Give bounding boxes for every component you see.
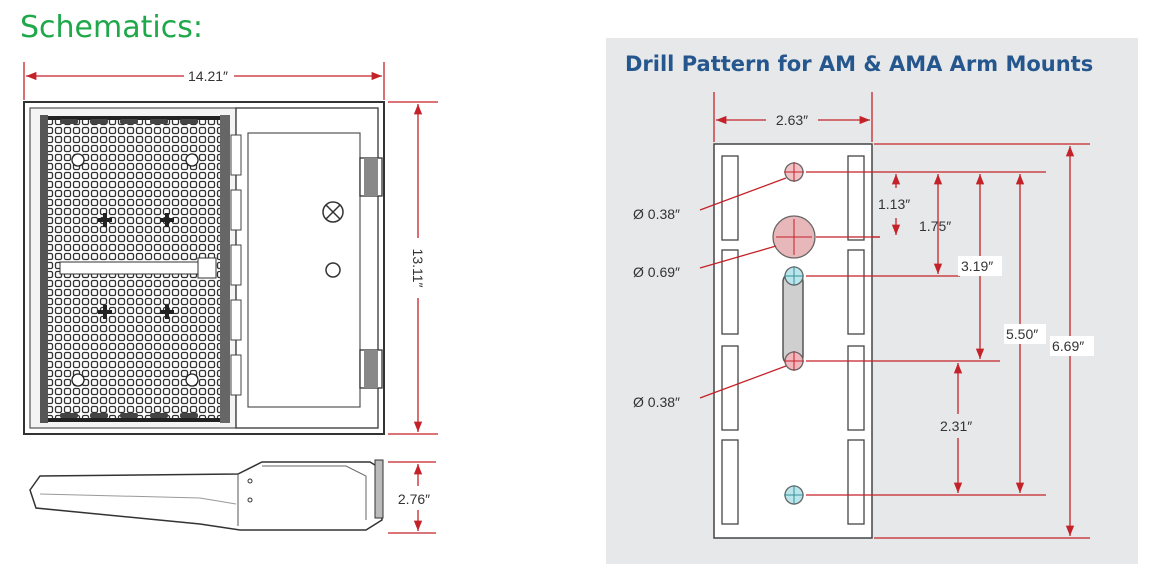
mount-width-dimension: 2.63″ xyxy=(713,92,873,142)
hole-dia-top-label: Ø 0.38″ xyxy=(633,206,680,222)
schematics-title: Schematics: xyxy=(20,10,203,45)
dim-2-31: 2.31″ xyxy=(940,418,972,434)
dim-5-50: 5.50″ xyxy=(1006,326,1038,342)
width-label: 14.21″ xyxy=(188,68,228,84)
hole-dia-bot-label: Ø 0.38″ xyxy=(633,394,680,410)
depth-dimension: 2.76″ xyxy=(388,461,436,534)
extension-lines xyxy=(806,143,1090,539)
drill-pattern-title: Drill Pattern for AM & AMA Arm Mounts xyxy=(625,52,1094,76)
dim-6-69: 6.69″ xyxy=(1052,338,1084,354)
mount-plate xyxy=(713,143,873,539)
fixture-front-view xyxy=(23,101,385,435)
dim-3-19: 3.19″ xyxy=(961,258,993,274)
depth-label: 2.76″ xyxy=(398,491,430,507)
fixture-side-view xyxy=(29,459,384,531)
mount-width-label: 2.63″ xyxy=(776,112,808,128)
width-dimension: 14.21″ xyxy=(23,62,385,100)
hole-dia-mid-label: Ø 0.69″ xyxy=(633,264,680,280)
dim-1-13: 1.13″ xyxy=(878,196,910,212)
height-label: 13.11″ xyxy=(410,249,426,288)
dim-1-75: 1.75″ xyxy=(919,218,951,234)
height-dimension: 13.11″ xyxy=(388,101,438,435)
